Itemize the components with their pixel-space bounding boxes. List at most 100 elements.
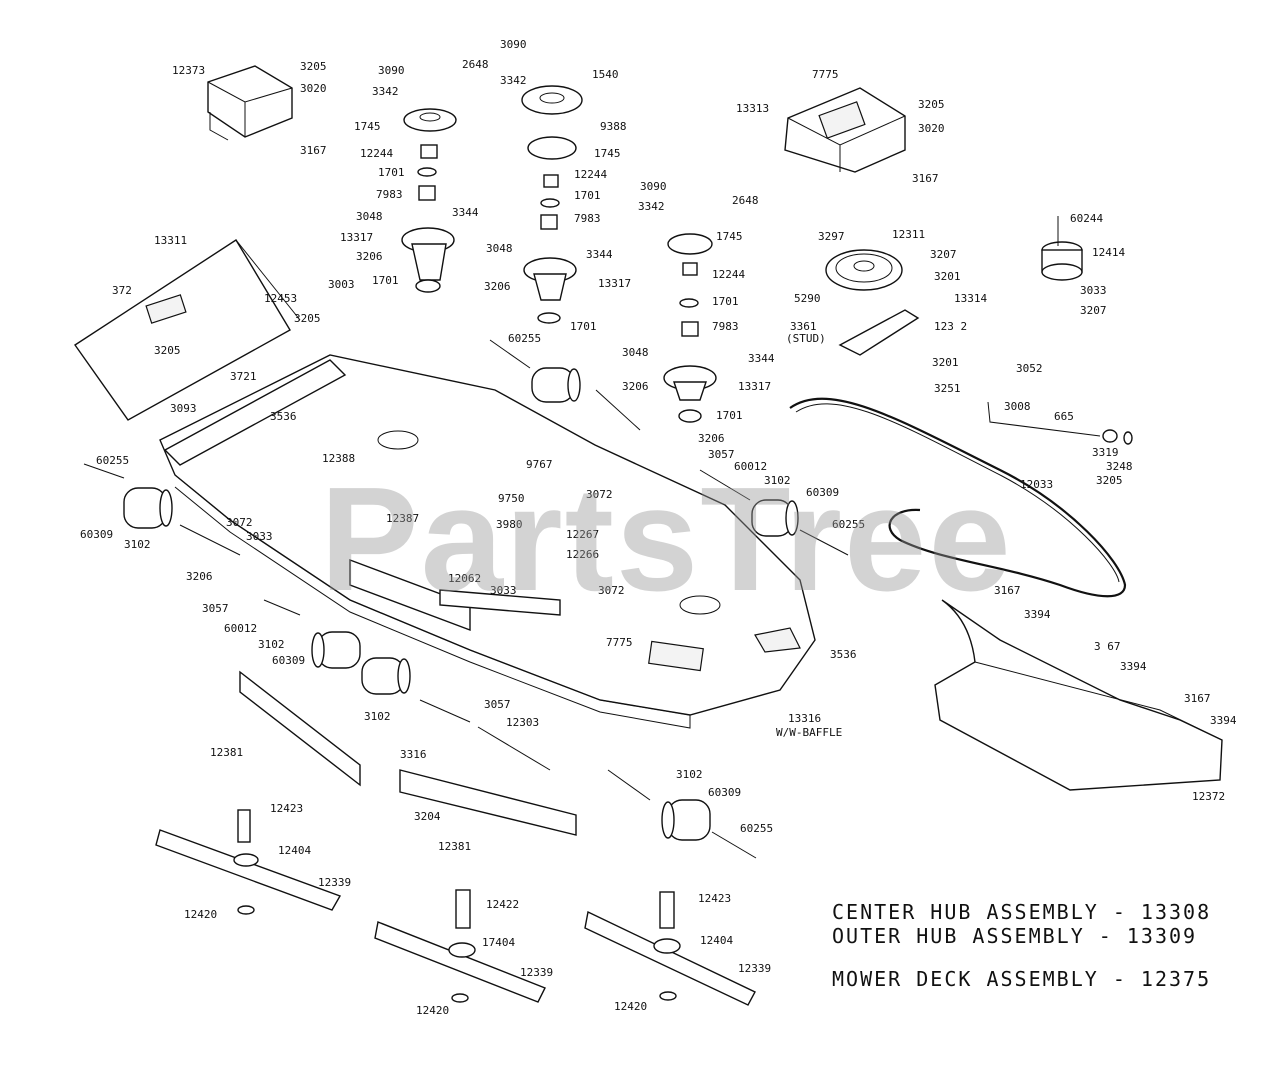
callout-12414: 12414 — [1092, 246, 1125, 259]
gauge-wheel-lower-right — [661, 799, 711, 841]
callout-3090-b: 3090 — [500, 38, 527, 51]
callout-13311: 13311 — [154, 234, 187, 247]
hub-stack-left — [401, 108, 457, 293]
callout-3048-c: 3048 — [622, 346, 649, 359]
belt-cover-right — [784, 87, 906, 173]
discharge-chute — [74, 239, 301, 421]
callout-12381-b: 12381 — [438, 840, 471, 853]
callout-3093: 3093 — [170, 402, 197, 415]
callout-3072-b: 3072 — [586, 488, 613, 501]
callout-60255-c: 60255 — [832, 518, 865, 531]
blade-center — [374, 889, 546, 1003]
callout-12311: 12311 — [892, 228, 925, 241]
callout-12381: 12381 — [210, 746, 243, 759]
blade-right — [584, 891, 756, 1006]
idler-pulley — [825, 249, 920, 356]
blade-left — [155, 809, 342, 915]
callout-1745: 1745 — [354, 120, 381, 133]
callout-3102-b: 3102 — [764, 474, 791, 487]
callout-372: 372 — [112, 284, 132, 297]
callout-3316: 3316 — [400, 748, 427, 761]
callout-9750: 9750 — [498, 492, 525, 505]
callout-9767: 9767 — [526, 458, 553, 471]
callout-12422: 12422 — [486, 898, 519, 911]
callout-1701-d: 1701 — [570, 320, 597, 333]
callout-3090-c: 3090 — [640, 180, 667, 193]
callout-3167: 3167 — [300, 144, 327, 157]
callout-3206-c: 3206 — [622, 380, 649, 393]
callout-12404: 12404 — [278, 844, 311, 857]
belt-cover-left — [207, 65, 293, 141]
callout-1745-c: 1745 — [716, 230, 743, 243]
callout-3167-e: 3167 — [1184, 692, 1211, 705]
callout-13317-b: 13317 — [598, 277, 631, 290]
callout-3048: 3048 — [356, 210, 383, 223]
callout-3342-c: 3342 — [638, 200, 665, 213]
callout-3205-b: 3205 — [918, 98, 945, 111]
callout-7775: 7775 — [812, 68, 839, 81]
callout-3008: 3008 — [1004, 400, 1031, 413]
callout-1701: 1701 — [378, 166, 405, 179]
callout-60255: 60255 — [508, 332, 541, 345]
callout-60012-b: 60012 — [224, 622, 257, 635]
callout-12244-b: 12244 — [574, 168, 607, 181]
callout-3052: 3052 — [1016, 362, 1043, 375]
callout-3344-c: 3344 — [748, 352, 775, 365]
callout-3072-c: 3072 — [598, 584, 625, 597]
callout-3206-b: 3206 — [484, 280, 511, 293]
callout-12420-c: 12420 — [614, 1000, 647, 1013]
mower-deck-assembly-note: MOWER DECK ASSEMBLY - 12375 — [832, 967, 1212, 991]
callout-12312: 123 2 — [934, 320, 967, 333]
callout-1701-b: 1701 — [372, 274, 399, 287]
callout-7983: 7983 — [376, 188, 403, 201]
callout-3361-stud: (STUD) — [786, 332, 826, 345]
callout-3205: 3205 — [300, 60, 327, 73]
callout-3090: 3090 — [378, 64, 405, 77]
callout-12404-b: 12404 — [700, 934, 733, 947]
callout-60309-d: 60309 — [708, 786, 741, 799]
callout-7983-b: 7983 — [574, 212, 601, 225]
drive-belt — [789, 397, 1127, 598]
callout-3033-b: 3033 — [246, 530, 273, 543]
callout-3206-d: 3206 — [698, 432, 725, 445]
callout-3072: 3072 — [226, 516, 253, 529]
gauge-wheel-right — [751, 499, 799, 537]
callout-12267: 12267 — [566, 528, 599, 541]
callout-13314: 13314 — [954, 292, 987, 305]
callout-12423-b: 12423 — [698, 892, 731, 905]
callout-60309: 60309 — [80, 528, 113, 541]
callout-labels: 12373 3205 3020 3167 3090 2648 3342 1745… — [80, 38, 1237, 1017]
callout-12420-b: 12420 — [416, 1004, 449, 1017]
callout-3102-c: 3102 — [258, 638, 285, 651]
callout-12372: 12372 — [1192, 790, 1225, 803]
callout-3201: 3201 — [934, 270, 961, 283]
callout-3721: 3721 — [230, 370, 257, 383]
hub-stack-center — [521, 85, 583, 324]
callout-1540: 1540 — [592, 68, 619, 81]
flat-idler-pulley — [1041, 216, 1083, 281]
callout-3394: 3394 — [1024, 608, 1051, 621]
callout-12266: 12266 — [566, 548, 599, 561]
callout-3020: 3020 — [300, 82, 327, 95]
callout-3344: 3344 — [452, 206, 479, 219]
callout-12420: 12420 — [184, 908, 217, 921]
callout-12423: 12423 — [270, 802, 303, 815]
deck-rail-center — [399, 769, 577, 836]
callout-13317-c: 13317 — [738, 380, 771, 393]
callout-3201-b: 3201 — [932, 356, 959, 369]
callout-13316-sub: W/W-BAFFLE — [776, 726, 842, 739]
callout-12303: 12303 — [506, 716, 539, 729]
callout-12453: 12453 — [264, 292, 297, 305]
callout-3102-e: 3102 — [676, 768, 703, 781]
callout-3536: 3536 — [270, 410, 297, 423]
callout-2648-b: 2648 — [732, 194, 759, 207]
callout-12062: 12062 — [448, 572, 481, 585]
callout-13316: 13316 — [788, 712, 821, 725]
callout-3394-b: 3394 — [1120, 660, 1147, 673]
callout-3248: 3248 — [1106, 460, 1133, 473]
callout-3207: 3207 — [1080, 304, 1107, 317]
callout-3361: 3361 — [790, 320, 817, 333]
callout-3057-b: 3057 — [202, 602, 229, 615]
callout-3167-c: 3167 — [994, 584, 1021, 597]
callout-12033: 12033 — [1020, 478, 1053, 491]
